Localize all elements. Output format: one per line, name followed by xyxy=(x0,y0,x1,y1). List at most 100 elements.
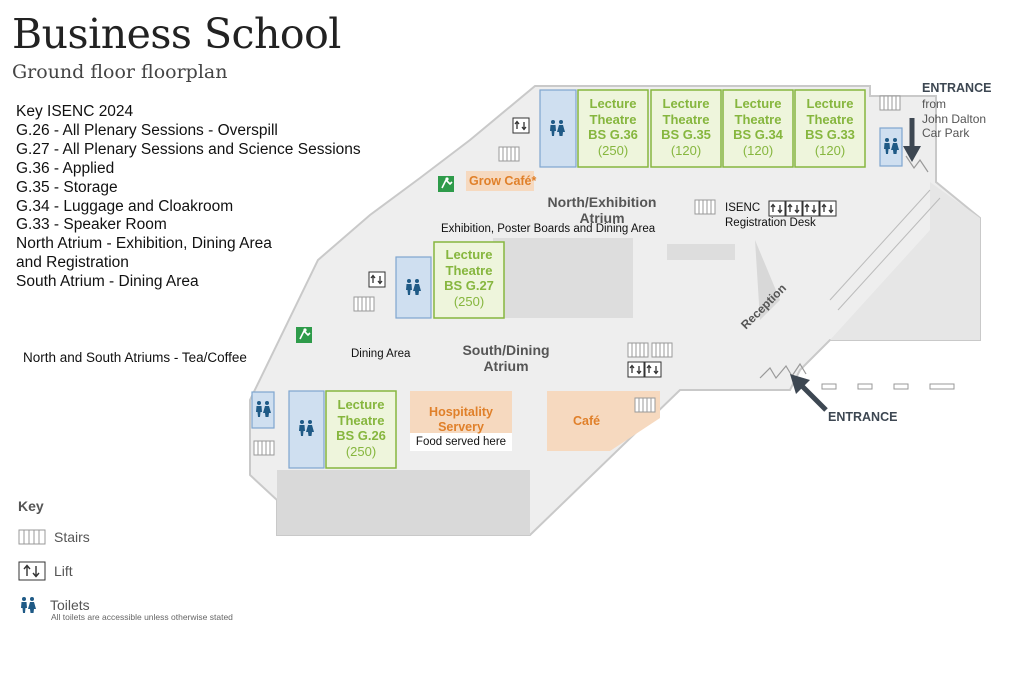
south-atrium-line: Atrium xyxy=(483,358,529,374)
wall-block xyxy=(493,238,633,318)
theatre-capacity: (120) xyxy=(670,142,702,158)
lecture-theatre-g26: Lecture Theatre BS G.26 (250) xyxy=(326,397,396,459)
south-atrium-line: South/Dining xyxy=(462,342,550,358)
lecture-theatre-g33: Lecture Theatre BS G.33 (120) xyxy=(795,96,865,158)
theatre-label: Lecture xyxy=(337,397,385,412)
hospitality-line: Servery xyxy=(438,420,484,434)
stairs-icon xyxy=(498,146,520,162)
stairs-icon xyxy=(879,95,901,111)
lift-icon xyxy=(819,200,837,217)
lift-icon xyxy=(644,361,662,378)
stairs-icon xyxy=(18,529,46,545)
theatre-label: Theatre xyxy=(589,111,637,127)
theatre-capacity: (250) xyxy=(453,293,485,309)
isenc-key-line: G.33 - Speaker Room xyxy=(16,216,167,234)
cafe-label: Café xyxy=(573,414,601,428)
lecture-theatre-g35-room xyxy=(650,89,722,168)
cafe-room xyxy=(547,391,660,451)
lecture-theatre-g26-room xyxy=(325,390,397,469)
toilet-room xyxy=(879,127,903,167)
wall-block xyxy=(277,470,530,535)
lift-icon xyxy=(512,117,530,134)
lecture-theatre-g34: Lecture Theatre BS G.34 (120) xyxy=(723,96,793,158)
theatre-code: BS G.27 xyxy=(444,278,494,293)
stairs-icon xyxy=(634,397,656,413)
tea-coffee-note: North and South Atriums - Tea/Coffee xyxy=(23,350,247,365)
lecture-theatre-g36-room xyxy=(577,89,649,168)
lecture-theatre-g35: Lecture Theatre BS G.35 (120) xyxy=(651,96,721,158)
legend-toilets-label: Toilets xyxy=(50,597,90,613)
lift-icon xyxy=(785,200,803,217)
legend-title: Key xyxy=(18,498,44,514)
grow-cafe-label: Grow Café* xyxy=(469,174,537,188)
reception-wedge xyxy=(755,240,780,320)
entrance-from-label: from John Dalton Car Park xyxy=(922,97,986,141)
isenc-key-line: G.26 - All Plenary Sessions - Overspill xyxy=(16,121,278,139)
theatre-label: Lecture xyxy=(734,96,782,111)
isenc-key: Key ISENC 2024 G.26 - All Plenary Sessio… xyxy=(16,103,361,292)
isenc-key-heading: Key ISENC 2024 xyxy=(16,103,134,120)
food-served-box xyxy=(410,433,512,451)
wall-block xyxy=(830,182,980,340)
isenc-key-line: G.36 - Applied xyxy=(16,159,115,177)
theatre-label: Theatre xyxy=(662,111,710,127)
theatre-capacity: (120) xyxy=(814,142,846,158)
hospitality-line: Hospitality xyxy=(429,405,493,419)
theatre-label: Theatre xyxy=(445,262,493,278)
theatre-label: Lecture xyxy=(806,96,854,111)
lecture-theatre-g36: Lecture Theatre BS G.36 (250) xyxy=(578,96,648,158)
entrance-doors xyxy=(759,362,807,380)
theatre-label: Theatre xyxy=(806,111,854,127)
isenc-key-line: G.27 - All Plenary Sessions and Science … xyxy=(16,140,361,158)
south-atrium-label: South/Dining Atrium xyxy=(456,342,556,374)
entrance-arrow-icon xyxy=(790,374,828,412)
entrance-top-label: ENTRANCE xyxy=(922,81,992,95)
lecture-theatre-g34-room xyxy=(722,89,794,168)
toilet-room xyxy=(288,390,325,469)
emergency-exit-icon xyxy=(296,327,312,343)
toilet-room xyxy=(395,256,432,319)
isenc-label: ISENC xyxy=(725,202,761,214)
entrance-bottom-label: ENTRANCE xyxy=(828,410,898,424)
theatre-label: Theatre xyxy=(734,111,782,127)
registration-desk-label: Registration Desk xyxy=(725,217,816,229)
wall-block xyxy=(667,244,735,260)
food-served-label: Food served here xyxy=(415,436,507,448)
theatre-label: Lecture xyxy=(445,247,493,262)
stairs-icon xyxy=(694,199,716,215)
isenc-key-line: North Atrium - Exhibition, Dining Area xyxy=(16,235,272,253)
lift-icon xyxy=(627,361,645,378)
isenc-key-line: G.34 - Luggage and Cloakroom xyxy=(16,197,234,215)
lecture-theatre-g27-room xyxy=(433,241,505,319)
isenc-key-line: G.35 - Storage xyxy=(16,178,118,196)
lecture-theatre-g27: Lecture Theatre BS G.27 (250) xyxy=(434,247,504,309)
entrance-from-line: Car Park xyxy=(922,126,970,140)
lift-icon xyxy=(368,271,386,288)
legend-lift: Lift xyxy=(18,561,73,581)
north-atrium-label: North/Exhibition Atrium xyxy=(546,194,658,226)
theatre-capacity: (250) xyxy=(345,443,377,459)
lecture-theatre-g33-room xyxy=(794,89,866,168)
isenc-key-line: South Atrium - Dining Area xyxy=(16,273,199,291)
theatre-label: Theatre xyxy=(337,412,385,428)
stairs-icon xyxy=(627,342,649,358)
theatre-code: BS G.36 xyxy=(588,127,638,142)
north-atrium-line: Atrium xyxy=(579,210,625,226)
theatre-code: BS G.35 xyxy=(661,127,711,142)
emergency-exit-icon xyxy=(438,176,454,192)
entrance-from-line: John Dalton xyxy=(922,111,987,126)
lift-icon xyxy=(18,561,46,581)
entrance-arrow-icon xyxy=(903,118,921,162)
legend-lift-label: Lift xyxy=(54,563,73,579)
entrance-path-dashes xyxy=(821,383,955,390)
theatre-label: Lecture xyxy=(589,96,637,111)
stairs-icon xyxy=(651,342,673,358)
stairs-icon xyxy=(253,440,275,456)
theatre-capacity: (250) xyxy=(597,142,629,158)
exhibition-label: Exhibition, Poster Boards and Dining Are… xyxy=(441,223,656,235)
theatre-code: BS G.33 xyxy=(805,127,855,142)
legend-toilets-note: All toilets are accessible unless otherw… xyxy=(51,612,233,622)
legend-toilets: Toilets xyxy=(18,595,90,615)
lift-icon xyxy=(768,200,786,217)
